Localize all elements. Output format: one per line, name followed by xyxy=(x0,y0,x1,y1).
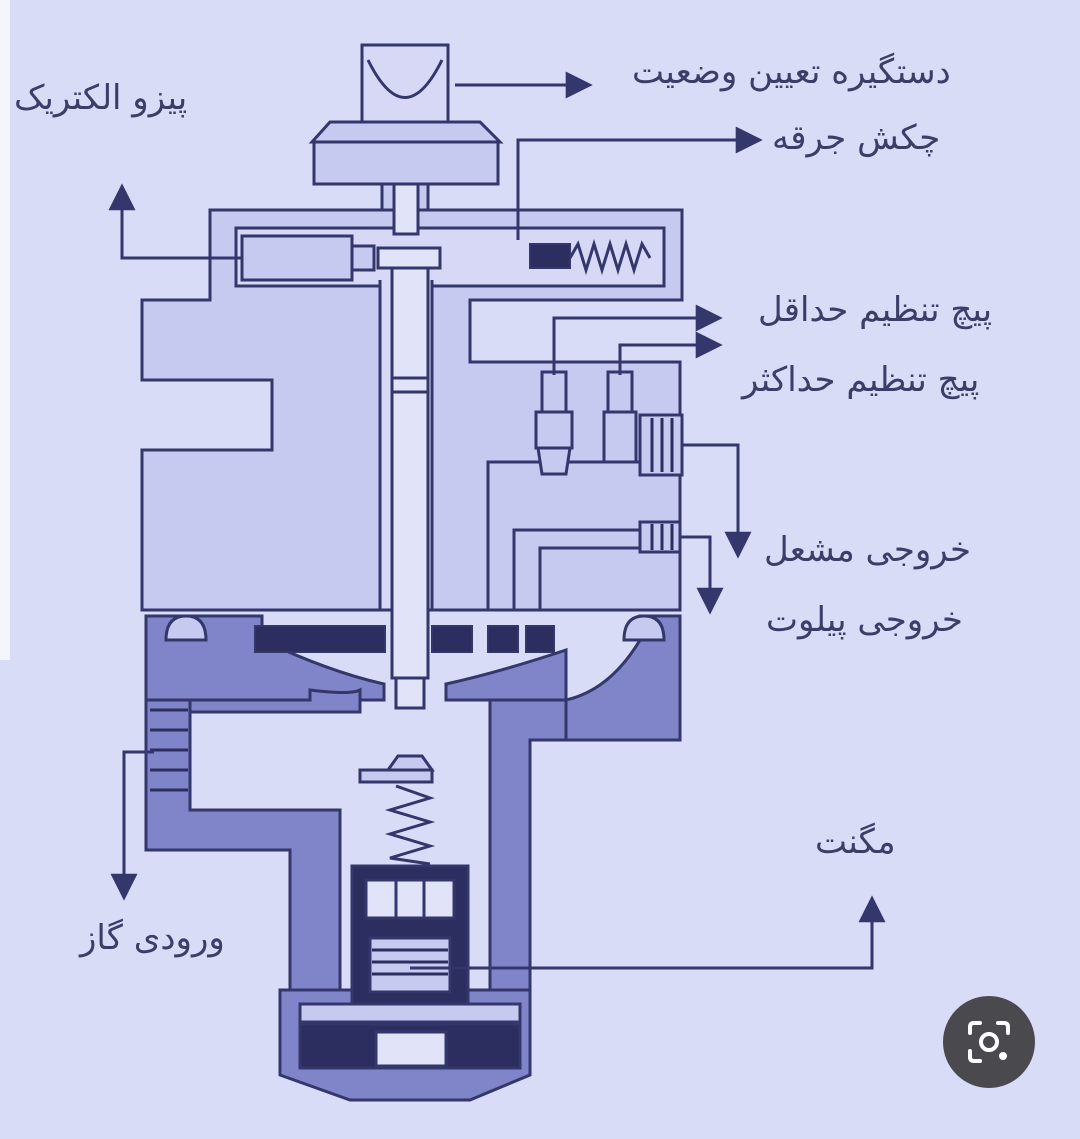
arrow-hammer xyxy=(516,126,763,240)
image-search-button[interactable] xyxy=(943,996,1035,1088)
knob-top xyxy=(360,43,450,124)
magnet-armature xyxy=(364,878,456,920)
channel-pilot-a xyxy=(512,528,640,610)
max-screw-body xyxy=(602,410,638,464)
magnet-plate xyxy=(298,1002,522,1024)
seal-right-b xyxy=(525,625,555,653)
valve-spring xyxy=(384,784,436,866)
min-screw-body xyxy=(534,410,574,450)
label-wheel-hammer: چکش جرقه xyxy=(772,118,941,158)
knob-flare xyxy=(308,120,504,144)
valve-cap xyxy=(385,754,435,772)
arrow-burner xyxy=(682,443,752,559)
label-max-screw: پیچ تنظیم حداکثر xyxy=(742,360,980,400)
piezo-spring xyxy=(568,238,652,276)
seal-right-a xyxy=(487,625,519,653)
stem-shaft xyxy=(390,266,430,680)
stem-tip xyxy=(394,676,426,710)
stem-collar xyxy=(376,246,442,270)
lower-body-right-duct xyxy=(488,698,568,1002)
piezo-contact xyxy=(350,244,376,272)
magnet-coil xyxy=(368,936,452,994)
knob-base xyxy=(312,140,500,186)
image-search-icon xyxy=(968,1021,1010,1063)
min-screw-head xyxy=(540,370,568,414)
knob-curve xyxy=(366,59,444,99)
seal-left xyxy=(254,625,386,653)
valve-plate xyxy=(358,768,434,784)
label-position-knob: دستگیره تعیین وضعیت xyxy=(632,52,951,92)
magnet-base-slot xyxy=(374,1030,448,1068)
label-min-screw: پیچ تنظیم حداقل xyxy=(758,290,993,330)
seal-mid xyxy=(431,625,473,653)
label-pilot-outlet: خروجی پیلوت xyxy=(766,600,963,640)
lower-body-left-mid xyxy=(144,687,362,714)
arrow-magnet xyxy=(410,895,886,970)
label-magnet: مگنت xyxy=(815,822,896,862)
min-screw-tip xyxy=(536,446,572,476)
label-gas-inlet: ورودی گاز xyxy=(80,918,225,958)
hammer-block xyxy=(529,243,571,269)
arrow-max-screw xyxy=(618,331,723,375)
lower-body-center-right xyxy=(444,647,568,702)
piezo-crystal xyxy=(240,234,354,282)
o-ring-right xyxy=(622,614,666,642)
pilot-fitting xyxy=(638,520,682,554)
arrow-piezo xyxy=(108,183,242,260)
max-screw-head xyxy=(606,370,634,414)
arrow-pilot xyxy=(680,535,724,615)
label-burner-outlet: خروجی مشعل xyxy=(764,530,972,570)
arrow-gas-inlet xyxy=(110,750,154,901)
edge-strip xyxy=(0,0,10,660)
stem-upper xyxy=(392,182,420,236)
o-ring-left xyxy=(164,614,208,642)
arrow-min-screw xyxy=(552,304,723,375)
channel-pilot-b xyxy=(538,546,640,610)
label-piezo-electric: پیزو الکتریک xyxy=(14,78,188,118)
